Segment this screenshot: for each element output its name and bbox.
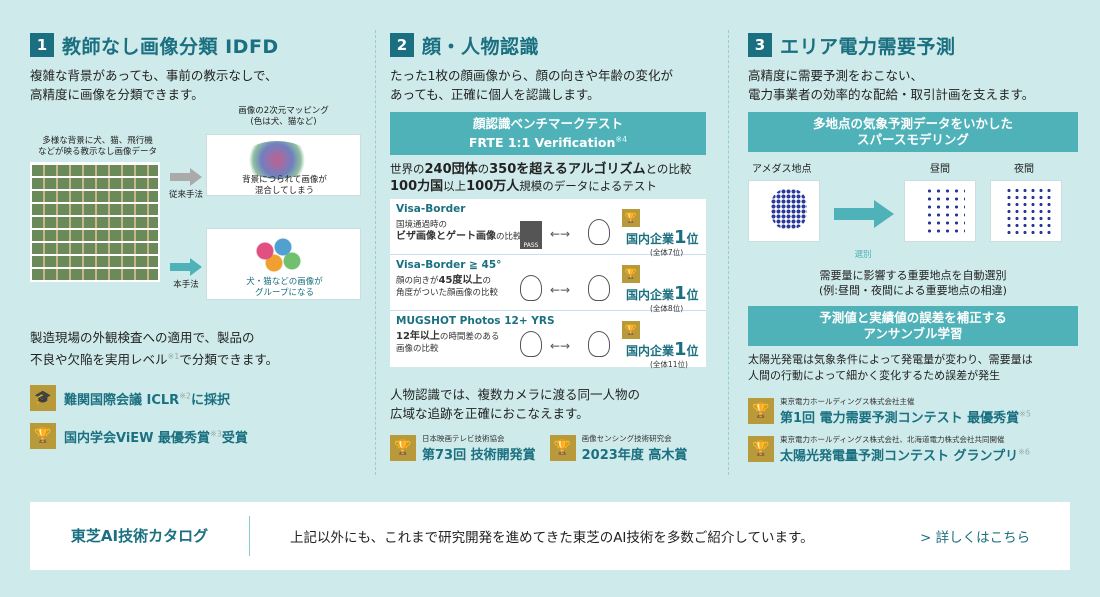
comparison-text: 世界の240団体の350を超えるアルゴリズムとの比較 100力国以上100万人規… [390,162,692,195]
catalog-link[interactable]: 東芝AI技術カタログ [30,516,250,556]
trophy-icon: 🏆 [622,265,640,284]
award-solar: 🏆東京電力ホールディングス株式会社、北海道電力株式会社共同開催太陽光発電量予測コ… [748,434,1078,464]
trophy-icon: 🏆 [549,435,576,462]
trophy-icon: 🏆 [748,436,774,462]
face-icon [520,275,542,302]
ensemble-bar: 予測値と実績値の誤差を補正するアンサンブル学習 [748,306,1078,346]
benchmark-row: Visa-Border ≧ 45° 顔の向きが45度以上の角度がついた顔画像の比… [390,255,706,313]
face-icon [520,331,542,358]
select-arrow-icon [834,200,894,228]
section-number: 3 [748,33,772,57]
amedas-map [748,180,820,242]
section-number: 1 [30,33,54,57]
lead-text: 複雑な背景があっても、事前の教示なしで、高精度に画像を分類できます。 [30,68,278,102]
footer-banner: 東芝AI技術カタログ 上記以外にも、これまで研究開発を進めてきた東芝のAI技術を… [30,502,1070,570]
body-text: 製造現場の外観検査への適用で、製品の不良や欠陥を実用レベル※1で分類できます。 [30,330,279,368]
ensemble-text: 太陽光発電は気象条件によって発電量が変わり、需要量は人間の行動によって細かく変化… [748,353,1033,382]
more-link[interactable]: > 詳しくはこちら [920,530,1031,546]
maps-note: 需要量に影響する重要地点を自動選別(例:昼間・夜間による重要地点の相違) [819,269,1007,297]
divider [375,30,376,475]
day-map [904,180,976,242]
award-view: 🏆国内学会ViEW 最優秀賞※3受賞 [30,423,370,450]
compare-arrow-icon: ←→ [550,283,571,298]
section-title: エリア電力需要予測 [780,35,956,58]
award-iclr: 🎓難関国際会議 ICLR※2に採択 [30,385,370,412]
footer-description: 上記以外にも、これまで研究開発を進めてきた東芝のAI技術を多数ご紹介しています。 [290,530,814,546]
new-result-map: 犬・猫などの画像がグループになる [206,228,361,300]
graduation-cap-icon: 🎓 [30,385,56,412]
new-arrow-icon [170,258,202,276]
compare-arrow-icon: ←→ [550,227,571,242]
trophy-icon: 🏆 [390,435,416,462]
benchmark-row: Visa-Border 国境通過時のビザ画像とゲート画像の比較 PASS ←→ … [390,199,706,257]
night-map [990,180,1062,242]
input-caption: 多様な背景に犬、猫、飛行機などが映る教示なし画像データ [37,136,157,157]
award-tech: 🏆日本映画テレビ技術協会第73回 技術開発賞 [390,433,536,463]
benchmark-row: MUGSHOT Photos 12+ YRS 12年以上の時間差のある画像の比較… [396,315,699,370]
idfd-figure: 多様な背景に犬、猫、飛行機などが映る教示なし画像データ 画像の2次元マッピング(… [30,106,370,322]
section-face: 2 顔・人物認識 たった1枚の顔画像から、顔の向きや年齢の変化があっても、正確に個… [390,30,710,463]
body-text: 人物認識では、複数カメラに渡る同一人物の広域な追跡を正確におこなえます。 [390,387,641,422]
section-title: 顔・人物認識 [422,35,540,58]
compare-arrow-icon: ←→ [550,339,571,354]
new-method-label: 本手法 [173,280,199,290]
face-aged-icon [588,331,610,358]
trophy-icon: 🏆 [30,423,56,450]
sparse-bar: 多地点の気象予測データをいかしたスパースモデリング [748,112,1078,152]
maps-figure: アメダス地点 昼間 夜間 選別 [748,156,1078,268]
award-demand: 🏆東京電力ホールディングス株式会社主催第1回 電力需要予測コンテスト 最優秀賞※… [748,396,1078,426]
trophy-icon: 🏆 [622,209,640,228]
map-caption: 画像の2次元マッピング(色は犬、猫など) [238,106,329,127]
passport-icon: PASS [520,221,542,250]
old-method-label: 従来手法 [168,190,203,200]
old-arrow-icon [170,168,202,186]
image-grid [30,162,160,282]
section-number: 2 [390,33,414,57]
divider [728,30,729,475]
face-icon [588,219,610,246]
trophy-icon: 🏆 [748,398,774,424]
old-result-map: 背景につられて画像が混合してしまう [206,134,361,196]
lead-text: 高精度に需要予測をおこない、電力事業者の効率的な配給・取引計画を支えます。 [748,68,1035,102]
trophy-icon: 🏆 [622,321,640,340]
lead-text: たった1枚の顔画像から、顔の向きや年齢の変化があっても、正確に個人を認識します。 [390,68,673,102]
benchmark-table: Visa-Border 国境通過時のビザ画像とゲート画像の比較 PASS ←→ … [390,199,706,370]
section-title: 教師なし画像分類 IDFD [62,35,279,58]
face-profile-icon [588,275,610,302]
section-power: 3 エリア電力需要予測 高精度に需要予測をおこない、電力事業者の効率的な配給・取引… [748,30,1078,464]
section-idfd: 1 教師なし画像分類 IDFD 複雑な背景があっても、事前の教示なしで、高精度に画… [30,30,370,450]
